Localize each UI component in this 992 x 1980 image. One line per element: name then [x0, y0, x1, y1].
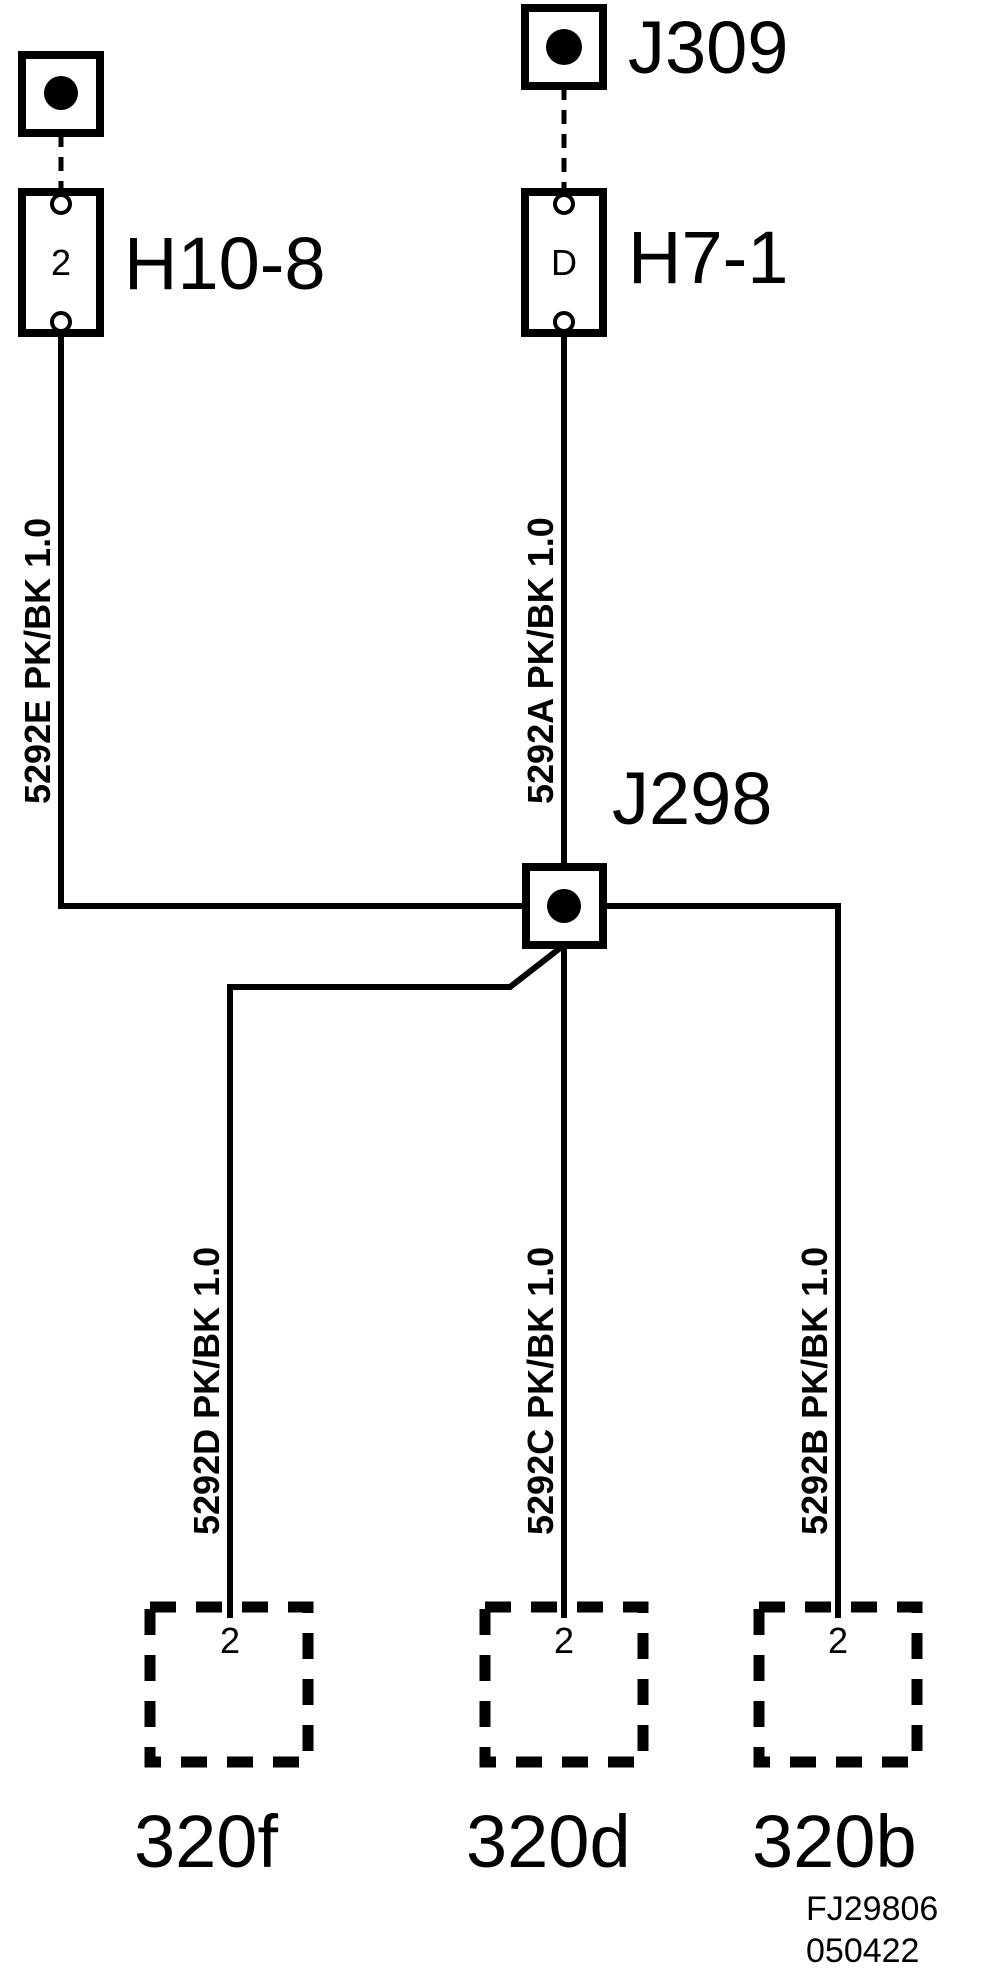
component-320f-pin: 2: [220, 1620, 240, 1661]
ground-dot-left: [44, 76, 78, 110]
pin-h10-8-top: [50, 193, 72, 215]
splice-j298-label: J298: [612, 757, 772, 840]
wire-5292e-label: 5292E PK/BK 1.0: [17, 518, 58, 804]
figure-date: 050422: [806, 1932, 919, 1970]
ground-j309-label: J309: [628, 6, 788, 89]
wire-5292d-label: 5292D PK/BK 1.0: [186, 1247, 227, 1535]
component-320b-box: [753, 1601, 923, 1768]
wire-5292b-label: 5292B PK/BK 1.0: [794, 1247, 835, 1535]
pin-h7-1-bottom: [553, 311, 575, 333]
pin-h10-8-bottom: [50, 311, 72, 333]
component-320f-box: [144, 1601, 314, 1768]
component-320d-box: [479, 1601, 649, 1768]
component-320b-pin: 2: [828, 1620, 848, 1661]
wire-5292c-label: 5292C PK/BK 1.0: [520, 1247, 561, 1535]
component-320f-label: 320f: [134, 1800, 278, 1883]
ground-dot-j309: [546, 29, 582, 65]
connector-h7-1-label: H7-1: [628, 216, 788, 299]
connector-h10-8-pin-label: 2: [51, 242, 71, 283]
connector-h10-8-label: H10-8: [124, 222, 326, 305]
wire-5292a-label: 5292A PK/BK 1.0: [520, 517, 561, 804]
connector-h10-8: [18, 188, 104, 337]
splice-j298-dot: [547, 889, 581, 923]
wire-5292d: [227, 942, 566, 1618]
connector-h7-1-pin-label: D: [551, 242, 577, 283]
figure-code: FJ29806: [806, 1890, 938, 1928]
component-320d-pin: 2: [554, 1620, 574, 1661]
pin-h7-1-top: [553, 193, 575, 215]
component-320d-label: 320d: [466, 1800, 631, 1883]
component-320b-label: 320b: [752, 1800, 917, 1883]
